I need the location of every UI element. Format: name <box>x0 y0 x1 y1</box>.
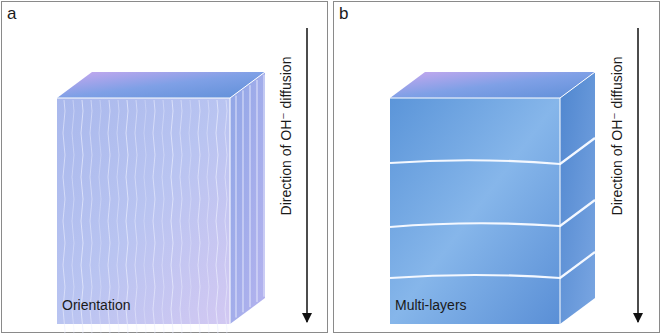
oriented-cube <box>57 72 265 334</box>
diffusion-arrow <box>306 28 308 322</box>
diffusion-arrow <box>637 28 639 322</box>
structure-label: Multi-layers <box>395 297 467 313</box>
panel-frame <box>334 2 660 333</box>
multilayer-cube <box>390 72 595 324</box>
axis-label: Direction of OH⁻ diffusion <box>609 57 625 216</box>
structure-label: Orientation <box>62 297 130 313</box>
panel-frame <box>2 2 328 333</box>
panel-letter: b <box>339 4 348 24</box>
panel-letter: a <box>7 4 16 24</box>
axis-label: Direction of OH⁻ diffusion <box>278 57 294 216</box>
